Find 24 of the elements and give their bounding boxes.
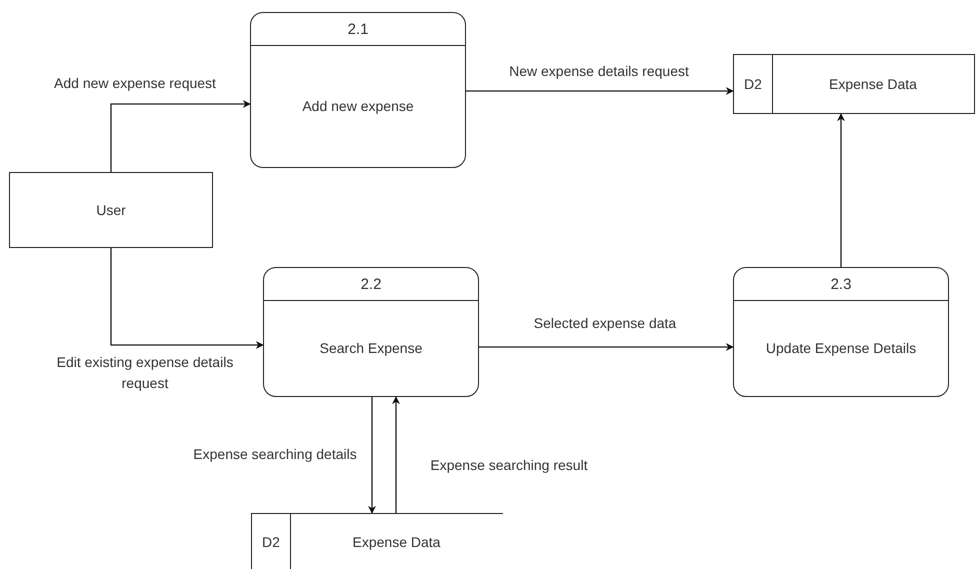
process-number: 2.2 <box>360 276 382 292</box>
arrow <box>368 397 376 514</box>
process-box <box>250 12 466 168</box>
process-number: 2.3 <box>830 276 852 292</box>
arrow <box>837 113 845 267</box>
store-name: Expense Data <box>352 534 440 550</box>
external-entity-box <box>9 172 213 248</box>
arrow <box>479 343 734 351</box>
process-box <box>263 267 479 397</box>
arrow <box>466 87 734 95</box>
data-store <box>251 513 503 569</box>
process-name: Search Expense <box>320 340 422 356</box>
arrow <box>392 396 400 513</box>
arrow <box>110 248 264 349</box>
arrow <box>110 100 251 172</box>
entity-name: User <box>96 202 126 218</box>
data-store <box>733 54 975 114</box>
store-name: Expense Data <box>829 76 917 92</box>
process-name: Add new expense <box>302 98 414 114</box>
process-name: Update Expense Details <box>766 340 916 356</box>
store-id: D2 <box>744 76 762 92</box>
process-box <box>733 267 949 397</box>
process-number: 2.1 <box>348 20 368 38</box>
store-id: D2 <box>262 534 280 550</box>
